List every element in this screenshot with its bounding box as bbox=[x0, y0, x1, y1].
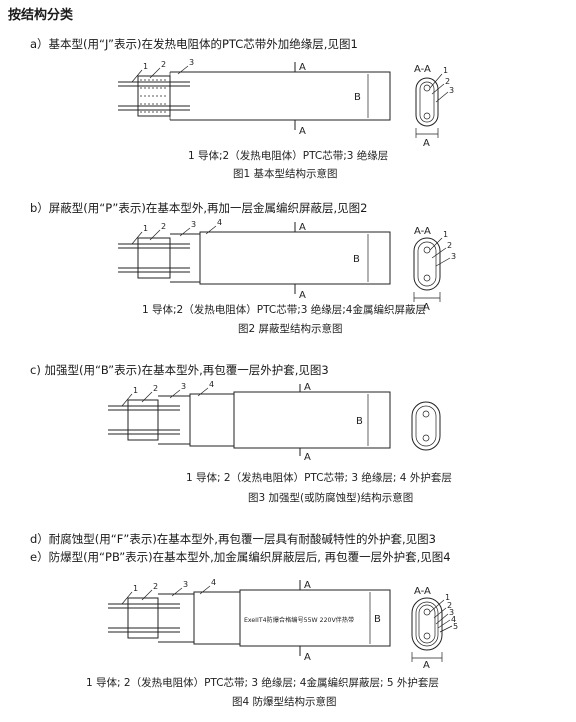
cross-callout-1: 1 bbox=[443, 66, 448, 75]
cross-callout-2: 2 bbox=[447, 241, 452, 250]
cross-callout-1: 1 bbox=[445, 593, 450, 602]
cross-section bbox=[411, 597, 443, 651]
cross-callout-2: 2 bbox=[445, 77, 450, 86]
callout-2: 2 bbox=[153, 384, 158, 393]
figure-3-caption: 图3 加强型(或防腐蚀型)结构示意图 bbox=[248, 492, 414, 504]
insulation-layer bbox=[158, 593, 195, 643]
callout-4: 4 bbox=[217, 218, 222, 227]
braid-layer bbox=[189, 393, 235, 447]
cross-section-label: A-A bbox=[414, 586, 431, 597]
ptc-core bbox=[127, 597, 159, 639]
section-e-heading: e）防爆型(用“PB”表示)在基本型外,加金属编织屏蔽层后, 再包覆一层外护套,… bbox=[30, 550, 451, 564]
cross-section bbox=[415, 77, 439, 127]
figure-4-drawing: ExeIIT4防爆合格编号55W 220V伴热带 A A B 1 2 3 4 A… bbox=[108, 578, 458, 671]
insulation-layer bbox=[158, 395, 191, 445]
section-b-heading: b）屏蔽型(用“P”表示)在基本型外,再加一层金属编织屏蔽层,见图2 bbox=[30, 201, 368, 215]
cross-section-label: A-A bbox=[414, 64, 431, 75]
callout-1: 1 bbox=[133, 386, 138, 395]
figure-1-drawing: A A B 1 2 3 A-A 1 2 3 A bbox=[118, 58, 454, 149]
ptc-core bbox=[137, 237, 171, 279]
section-a-heading: a）基本型(用“J”表示)在发热电阻体的PTC芯带外加绝缘层,见图1 bbox=[30, 37, 358, 51]
insulation-layer bbox=[170, 71, 391, 121]
figure-1-legend: 1 导体;2（发热电阻体）PTC芯带;3 绝缘层 bbox=[188, 150, 389, 162]
figure-3-legend: 1 导体; 2（发热电阻体）PTC芯带; 3 绝缘层; 4 外护套层 bbox=[186, 472, 452, 484]
figure-4-caption: 图4 防爆型结构示意图 bbox=[232, 696, 337, 708]
ptc-core bbox=[127, 399, 159, 441]
cross-callout-5: 5 bbox=[453, 622, 458, 631]
insulation-layer bbox=[170, 233, 201, 283]
dimension-b: B bbox=[356, 416, 363, 427]
section-mark-top: A bbox=[304, 580, 311, 591]
callout-4: 4 bbox=[211, 578, 216, 587]
callout-2: 2 bbox=[161, 60, 166, 69]
page-title: 按结构分类 bbox=[8, 8, 74, 23]
cable-print-text: ExeIIT4防爆合格编号55W 220V伴热带 bbox=[244, 616, 354, 624]
section-mark-top: A bbox=[299, 62, 306, 73]
figure-3-drawing: A A B 1 2 3 4 bbox=[108, 380, 441, 463]
section-mark-top: A bbox=[304, 382, 311, 393]
figure-2-caption: 图2 屏蔽型结构示意图 bbox=[238, 323, 343, 335]
figure-1-caption: 图1 基本型结构示意图 bbox=[233, 168, 338, 180]
cross-callout-3: 3 bbox=[451, 252, 456, 261]
callout-4: 4 bbox=[209, 380, 214, 389]
callout-3: 3 bbox=[183, 580, 188, 589]
figure-4-legend: 1 导体; 2（发热电阻体）PTC芯带; 3 绝缘层; 4金属编织屏蔽层; 5 … bbox=[86, 677, 439, 689]
section-d-heading: d）耐腐蚀型(用“F”表示)在基本型外,再包覆一层具有耐酸碱特性的外护套,见图3 bbox=[30, 532, 436, 546]
callout-3: 3 bbox=[189, 58, 194, 67]
callout-1: 1 bbox=[133, 584, 138, 593]
cross-callout-1: 1 bbox=[443, 230, 448, 239]
cross-section bbox=[411, 401, 441, 451]
section-mark-bottom: A bbox=[299, 126, 306, 137]
outer-sheath bbox=[239, 589, 391, 647]
cross-callout-2: 2 bbox=[447, 601, 452, 610]
cross-callout-3: 3 bbox=[449, 608, 454, 617]
dimension-b: B bbox=[374, 614, 381, 625]
cross-width-mark: A bbox=[423, 302, 430, 313]
callout-2: 2 bbox=[161, 222, 166, 231]
figure-2-drawing: A A B 1 2 3 4 A-A 1 2 3 A bbox=[118, 218, 456, 313]
section-mark-bottom: A bbox=[304, 652, 311, 663]
cross-callout-4: 4 bbox=[451, 615, 456, 624]
cross-section-label: A-A bbox=[414, 226, 431, 237]
metal-braid-shield bbox=[193, 591, 241, 645]
callout-2: 2 bbox=[153, 582, 158, 591]
section-mark-bottom: A bbox=[304, 452, 311, 463]
callout-1: 1 bbox=[143, 224, 148, 233]
callout-3: 3 bbox=[191, 220, 196, 229]
section-mark-top: A bbox=[299, 222, 306, 233]
cross-width-mark: A bbox=[423, 660, 430, 671]
outer-sheath bbox=[233, 391, 391, 449]
section-mark-bottom: A bbox=[299, 290, 306, 301]
cross-callout-3: 3 bbox=[449, 86, 454, 95]
section-c-heading: c) 加强型(用“B”表示)在基本型外,再包覆一层外护套,见图3 bbox=[30, 363, 329, 377]
callout-1: 1 bbox=[143, 62, 148, 71]
dimension-b: B bbox=[353, 254, 360, 265]
dimension-b: B bbox=[354, 92, 361, 103]
cross-width-mark: A bbox=[423, 138, 430, 149]
figure-2-legend: 1 导体;2（发热电阻体）PTC芯带;3 绝缘层;4金属编织屏蔽层 bbox=[142, 304, 426, 316]
callout-3: 3 bbox=[181, 382, 186, 391]
